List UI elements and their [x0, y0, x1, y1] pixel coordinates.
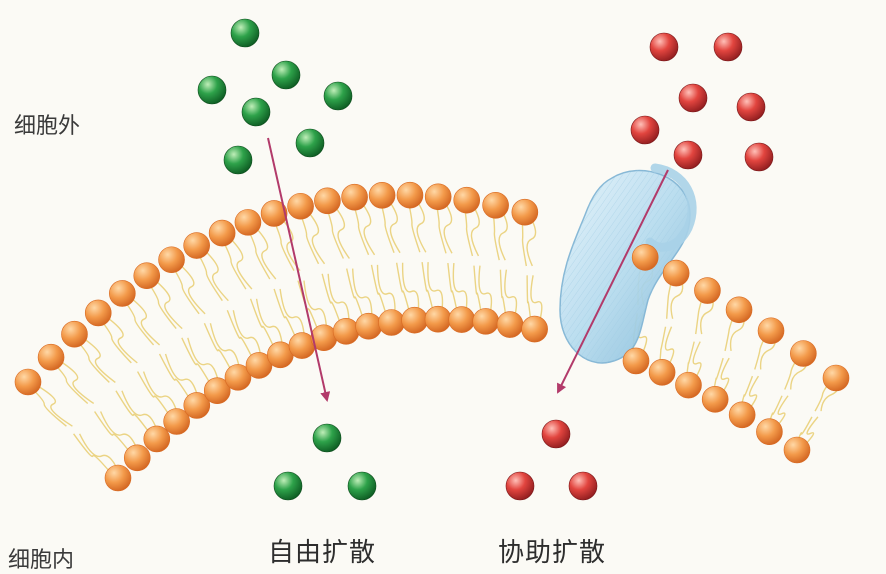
lipid-head — [790, 341, 816, 367]
lipid-head — [85, 300, 111, 326]
lipid-head — [38, 344, 64, 370]
free-diffusion-label: 自由扩散 — [268, 532, 376, 569]
lipid-head — [402, 307, 428, 333]
lipid-head — [784, 437, 810, 463]
lipid-head — [134, 263, 160, 289]
lipid-head — [823, 365, 849, 391]
lipid-head — [184, 233, 210, 259]
green-molecule — [324, 82, 352, 110]
lipid-head — [288, 193, 314, 219]
lipid-head — [209, 220, 235, 246]
lipid-head — [632, 244, 658, 270]
red-molecule — [506, 472, 534, 500]
lipid-heads — [15, 182, 849, 491]
red-molecule — [714, 33, 742, 61]
lipid-head — [729, 402, 755, 428]
lipid-head — [702, 386, 728, 412]
lipid-head — [159, 247, 185, 273]
lipid-head — [397, 182, 423, 208]
lipid-head — [425, 306, 451, 332]
red-molecule — [674, 141, 702, 169]
lipid-head — [726, 297, 752, 323]
green-molecule — [231, 19, 259, 47]
red-molecule — [650, 33, 678, 61]
red-molecule — [569, 472, 597, 500]
outside-cell-label: 细胞外 — [14, 108, 80, 140]
lipid-head — [61, 321, 87, 347]
green-molecule — [296, 129, 324, 157]
green-molecule — [224, 146, 252, 174]
lipid-head — [512, 199, 538, 225]
facilitated-diffusion-label: 协助扩散 — [498, 532, 606, 569]
lipid-head — [473, 308, 499, 334]
lipid-head — [483, 192, 509, 218]
green-molecule — [348, 472, 376, 500]
lipid-head — [378, 309, 404, 335]
red-molecule — [631, 116, 659, 144]
lipid-head — [124, 445, 150, 471]
lipid-head — [663, 260, 689, 286]
lipid-head — [314, 188, 340, 214]
lipid-head — [144, 426, 170, 452]
lipid-head — [369, 182, 395, 208]
lipid-head — [649, 359, 675, 385]
red-molecule — [679, 84, 707, 112]
lipid-head — [235, 209, 261, 235]
lipid-head — [109, 280, 135, 306]
molecules — [198, 19, 773, 500]
green-molecule — [274, 472, 302, 500]
green-molecule — [313, 424, 341, 452]
lipid-head — [694, 278, 720, 304]
red-molecule — [737, 93, 765, 121]
red-molecule — [542, 420, 570, 448]
inside-cell-label: 细胞内 — [8, 542, 74, 574]
lipid-head — [342, 184, 368, 210]
lipid-head — [15, 369, 41, 395]
red-molecule — [745, 143, 773, 171]
green-molecule — [198, 76, 226, 104]
lipid-head — [449, 307, 475, 333]
lipid-head — [356, 313, 382, 339]
green-molecule — [242, 98, 270, 126]
lipid-head — [425, 184, 451, 210]
lipid-head — [497, 312, 523, 338]
lipid-head — [105, 465, 131, 491]
lipid-head — [522, 316, 548, 342]
lipid-head — [758, 318, 784, 344]
lipid-head — [623, 348, 649, 374]
green-molecule — [272, 61, 300, 89]
lipid-head — [333, 318, 359, 344]
lipid-head — [675, 372, 701, 398]
lipid-head — [454, 187, 480, 213]
lipid-head — [756, 419, 782, 445]
